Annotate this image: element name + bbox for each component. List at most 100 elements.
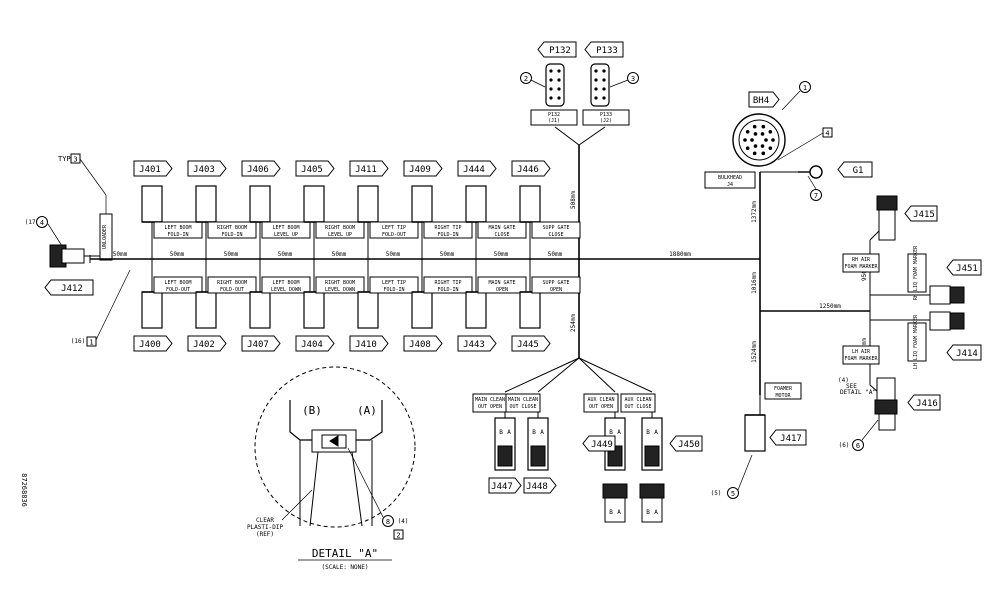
tag-j403-box	[187, 160, 227, 177]
tag-j403: J403	[193, 165, 215, 175]
clean-label-box-3	[620, 393, 656, 413]
clean-label-2-2: OUT OPEN	[589, 404, 613, 410]
label-j402-box	[207, 276, 257, 294]
plug-pin-a-3: A	[654, 509, 658, 516]
tag-j402: J402	[193, 340, 215, 350]
label-j402-line1: RIGHT BOOM	[217, 280, 247, 286]
label-j406-line2: LEVEL UP	[274, 232, 298, 238]
label-j400-box	[153, 276, 203, 294]
dim-4: 50mm	[386, 251, 401, 258]
callout-8: 8	[386, 518, 390, 526]
callout-4-unloader-circle	[36, 216, 48, 228]
doc-number: 87268836	[20, 473, 28, 507]
label-j403-box	[207, 221, 257, 239]
tag-j448: J448	[526, 482, 548, 492]
typ-box-3-box	[70, 153, 81, 164]
tag-p133: P133	[596, 46, 618, 56]
plug-sub-left-2: (J1)	[548, 118, 560, 124]
label-j446-box	[531, 221, 581, 239]
pin-a-2: A	[617, 429, 621, 436]
tag-j408-box	[403, 335, 443, 352]
callout-6-circle	[852, 439, 864, 451]
dim-5: 50mm	[440, 251, 455, 258]
detail-a: (A)	[357, 404, 377, 417]
foamer-label-2: MOTOR	[775, 393, 791, 399]
dim-bh-lower: 1524mm	[751, 341, 758, 363]
pin-a-0: A	[507, 429, 511, 436]
tag-j407-box	[241, 335, 281, 352]
label-j408-box	[423, 276, 473, 294]
rh-air-1: RH AIR	[852, 257, 871, 263]
label-j445-line2: OPEN	[550, 287, 562, 293]
clean-label-1-2: OUT CLOSE	[509, 404, 536, 410]
tag-j401-box	[133, 160, 173, 177]
tag-j443-box	[457, 335, 497, 352]
tag-j447-box	[488, 477, 522, 494]
detail-plasti: PLASTI-DIP	[247, 524, 284, 531]
tag-j416-box	[907, 394, 941, 411]
ground-ring	[809, 165, 823, 179]
tag-j451: J451	[956, 264, 978, 274]
lh-air-1: LH AIR	[852, 349, 871, 355]
tag-j450: J450	[678, 440, 700, 450]
label-j410-line1: LEFT TIP	[382, 280, 406, 286]
clean-label-3-2: OUT CLOSE	[624, 404, 651, 410]
dim-bh-upper: 1372mm	[751, 201, 758, 223]
dim-3: 50mm	[332, 251, 347, 258]
callout-2-circle	[520, 72, 532, 84]
label-j407-box	[261, 276, 311, 294]
label-j411-line2: FOLD-OUT	[382, 232, 406, 238]
label-j408-line2: FOLD-IN	[437, 287, 458, 293]
bulkhead-label-1: BULKHEAD	[718, 175, 742, 181]
tag-j407: J407	[247, 340, 269, 350]
label-j404-line1: RIGHT BOOM	[325, 280, 355, 286]
label-j400-line2: FOLD-OUT	[166, 287, 190, 293]
tag-j409-box	[403, 160, 443, 177]
typ-box-3: 3	[73, 156, 77, 164]
connector-j415	[876, 195, 898, 241]
label-j407-line1: LEFT BOOM	[272, 280, 299, 286]
tag-j449-box	[582, 435, 616, 452]
detail-box-2: 2	[396, 532, 400, 540]
tag-j443: J443	[463, 340, 485, 350]
rh-air-2: FOAM MARKER	[844, 264, 878, 270]
tag-j404: J404	[301, 340, 323, 350]
label-j401-line2: FOLD-IN	[167, 232, 188, 238]
tag-j446: J446	[517, 165, 539, 175]
pin-a-1: A	[540, 429, 544, 436]
detail-b: (B)	[302, 404, 322, 417]
tag-j408: J408	[409, 340, 431, 350]
label-j445-box	[531, 276, 581, 294]
lh-air-box	[842, 345, 880, 365]
label-j444-line1: MAIN GATE	[488, 225, 515, 231]
plug-2	[602, 483, 628, 499]
label-j444-line2: CLOSE	[494, 232, 509, 238]
plug-label-right-box	[582, 109, 630, 126]
label-j446-line2: CLOSE	[548, 232, 563, 238]
label-j444-box	[477, 221, 527, 239]
connector-j450	[641, 417, 663, 471]
bulkhead-label-box	[704, 171, 756, 189]
foamer-label-box	[764, 382, 802, 400]
callout-box-1: 1	[89, 339, 93, 347]
bh-box-4-box	[822, 127, 833, 138]
dim-trunk-main: 1880mm	[669, 251, 691, 258]
plug-sub-left-1: P132	[548, 112, 560, 118]
unloader-dim: 50mm	[113, 251, 128, 258]
dim-0: 50mm	[170, 251, 185, 258]
detail-callout-4: (4)	[398, 518, 409, 525]
callout-6-text: (6)	[839, 442, 850, 449]
label-j408-line1: RIGHT TIP	[434, 280, 461, 286]
callout-8-circle	[382, 515, 394, 527]
typ-label: TYP	[58, 155, 71, 163]
tag-p132: P132	[549, 46, 571, 56]
label-j411-line1: LEFT TIP	[382, 225, 406, 231]
bulkhead-connector	[732, 113, 786, 167]
plug-3	[639, 483, 665, 499]
tag-j409: J409	[409, 165, 431, 175]
label-j403-line2: FOLD-IN	[221, 232, 242, 238]
callout-5-text: (5)	[711, 490, 722, 497]
label-j445-line1: SUPP GATE	[542, 280, 569, 286]
pin-b-2: B	[609, 429, 613, 436]
